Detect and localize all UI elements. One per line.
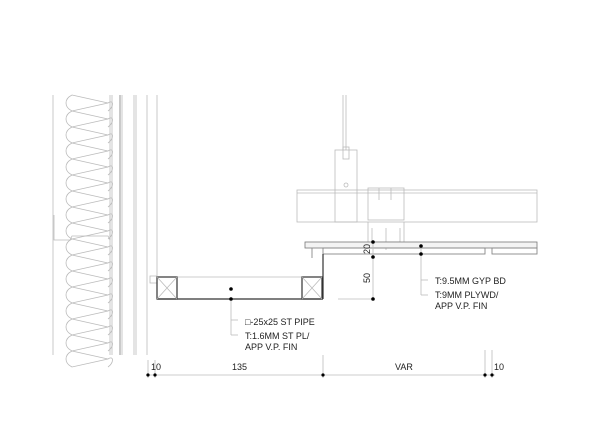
dimension-label-135: 135 (232, 362, 247, 372)
ceiling-hanger (334, 95, 358, 223)
dimension-label-10-left: 10 (151, 362, 161, 372)
ceiling-callout-line3: APP V.P. FIN (435, 301, 487, 311)
dimension-label-var: VAR (395, 362, 413, 372)
ceiling-callout-line2: T:9MM PLYWD/ (435, 290, 499, 300)
pipe-callout-line3: APP V.P. FIN (245, 342, 297, 352)
dimension-line (146, 350, 495, 378)
steel-pipe-frame (149, 254, 324, 300)
dimension-drop: 50 (362, 273, 372, 283)
pipe-callout-line1: □-25x25 ST PIPE (245, 317, 315, 327)
dimension-label-10-right: 10 (494, 362, 504, 372)
pipe-callout-line2: T:1.6MM ST PL/ (245, 331, 310, 341)
insulation-loop (65, 94, 113, 368)
steel-pipe-right (301, 276, 323, 300)
leader-lines (229, 240, 428, 336)
plywood-panel (311, 247, 538, 258)
dimension-board-thickness: 20 (362, 244, 372, 254)
insulation-batt (65, 94, 113, 368)
ceiling-main-channel (296, 187, 538, 250)
steel-pipe-left (156, 276, 178, 300)
ceiling-callout-line1: T:9.5MM GYP BD (435, 276, 506, 286)
